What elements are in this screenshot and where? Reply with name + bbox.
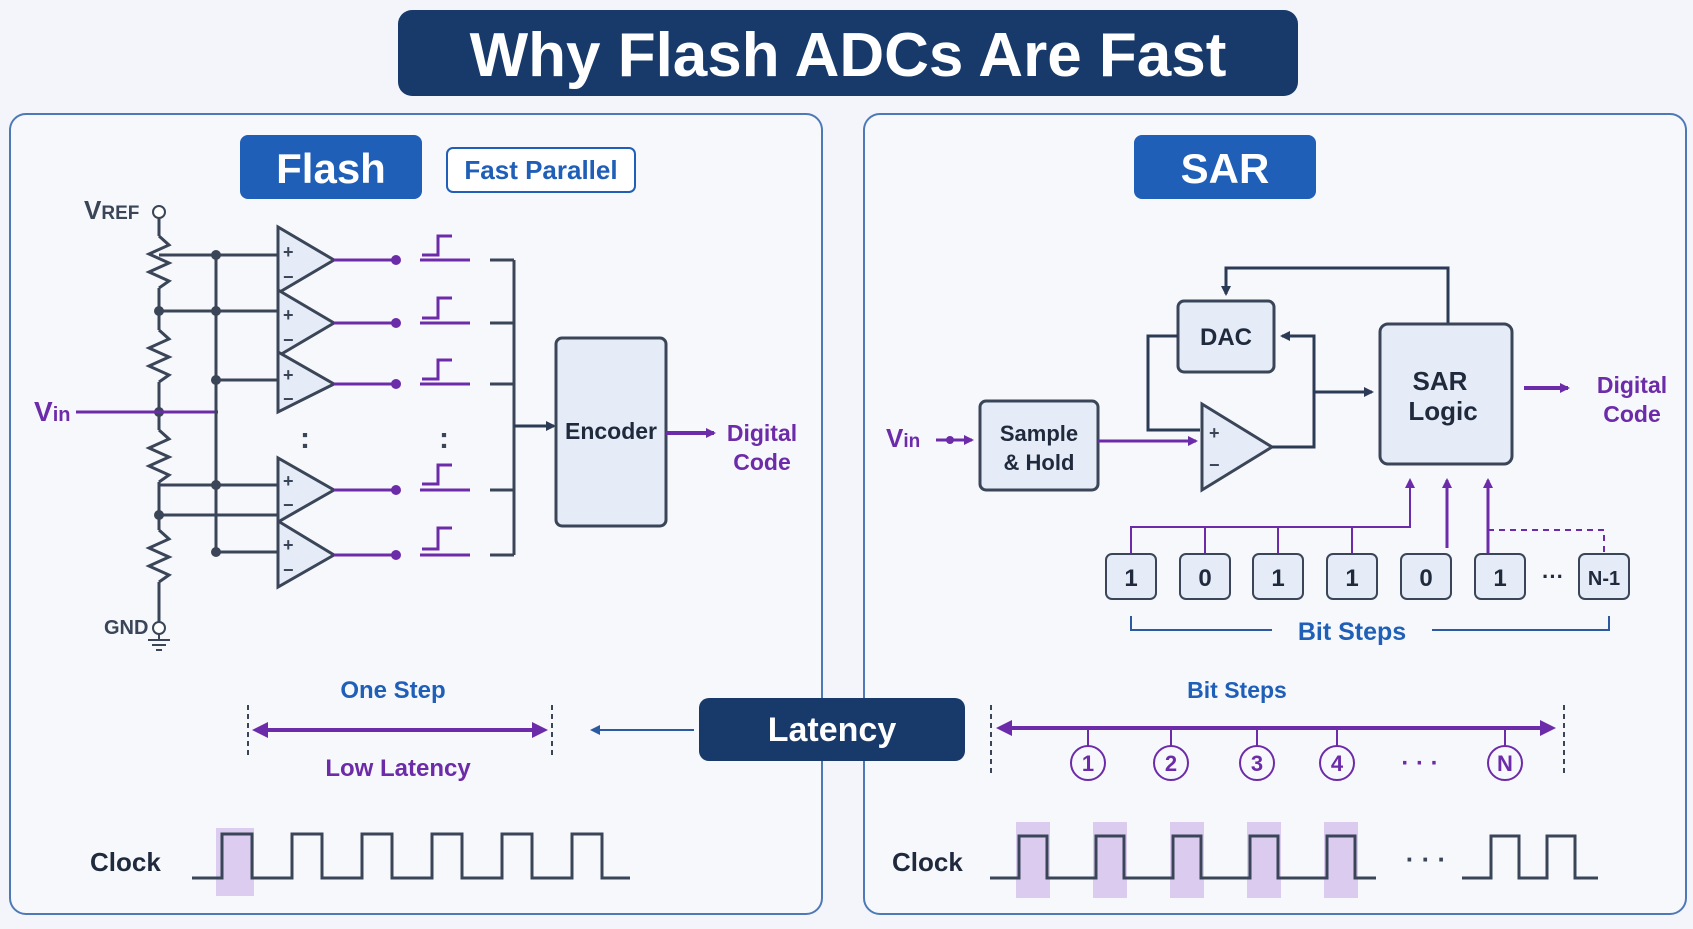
sar-clock-label: Clock [892, 847, 963, 877]
vref-terminal [152, 205, 166, 219]
svg-text:N-1: N-1 [1588, 568, 1620, 590]
fast-parallel-label: Fast Parallel [464, 155, 617, 185]
bit-box: 1 [1326, 553, 1378, 600]
step-markers: 1 2 3 4 · · · N [1070, 745, 1523, 781]
one-step-label: One Step [340, 677, 445, 704]
bit-box: 0 [1179, 553, 1231, 600]
gnd-terminal [152, 621, 166, 635]
gnd-label: GND [104, 617, 148, 639]
svg-text:+: + [1209, 423, 1220, 443]
encoder-label: Encoder [565, 418, 657, 444]
svg-text:−: − [283, 389, 294, 409]
encoder-block: Encoder [554, 336, 668, 528]
bit-steps-label: Bit Steps [1298, 618, 1406, 646]
svg-text:+: + [283, 471, 294, 491]
flash-clock-label: Clock [90, 847, 161, 877]
page-title: Why Flash ADCs Are Fast [470, 21, 1227, 90]
sar-header: SAR [1181, 145, 1270, 192]
sar-vin-label: Vin [886, 423, 920, 453]
step-marker: 3 [1239, 745, 1275, 781]
bit-box-last: N-1 [1578, 553, 1630, 600]
step-marker-last: N [1487, 745, 1523, 781]
bit-steps-arrow [996, 720, 1556, 736]
svg-text:4: 4 [1331, 751, 1344, 776]
svg-text:+: + [283, 242, 294, 262]
bits-ellipsis: ··· [1542, 564, 1564, 589]
flash-header: Flash [276, 145, 386, 192]
dac-label: DAC [1200, 324, 1252, 351]
svg-text:−: − [283, 560, 294, 580]
svg-text:1: 1 [1493, 565, 1506, 592]
vref-label: VREF [84, 195, 139, 225]
svg-text:0: 0 [1419, 565, 1432, 592]
comparator-3: + − [216, 349, 514, 415]
flash-panel [9, 113, 823, 915]
latency-badge: Latency [699, 698, 965, 761]
latency-label: Latency [768, 711, 897, 749]
ground-icon [148, 634, 170, 651]
sar-header-badge: SAR [1134, 135, 1316, 199]
svg-text:−: − [283, 495, 294, 515]
bit-box: 1 [1252, 553, 1304, 600]
fast-parallel-badge: Fast Parallel [446, 147, 636, 193]
sar-comparator: + − [1200, 401, 1275, 493]
svg-text:−: − [283, 267, 294, 287]
svg-text:+: + [283, 305, 294, 325]
one-step-arrow [252, 722, 548, 738]
svg-text:−: − [1209, 455, 1220, 475]
dac-block: DAC [1176, 299, 1276, 374]
low-latency-label: Low Latency [325, 755, 471, 782]
sar-timing-label: Bit Steps [1187, 677, 1287, 703]
steps-ellipsis: · · · [1401, 750, 1438, 777]
bit-box: 1 [1105, 553, 1157, 600]
svg-text:2: 2 [1165, 751, 1177, 776]
svg-text:−: − [283, 330, 294, 350]
comparator-4: + − [159, 455, 514, 525]
comparator-1: + − [159, 224, 514, 296]
svg-text:+: + [283, 535, 294, 555]
flash-comparator-bank: + − + − + − [159, 224, 514, 590]
title-banner: Why Flash ADCs Are Fast [398, 10, 1298, 96]
flash-vin-label: Vin [34, 396, 70, 427]
output-vdots: : [439, 422, 449, 455]
bit-register: 1 0 1 1 0 1 ··· N-1 [1105, 553, 1630, 600]
bit-box: 1 [1474, 553, 1526, 600]
flash-clock-waveform [192, 832, 630, 880]
svg-text:3: 3 [1251, 751, 1263, 776]
sar-panel [863, 113, 1687, 915]
flash-header-badge: Flash [240, 135, 422, 199]
svg-text:1: 1 [1345, 565, 1358, 592]
comparator-2: + − [159, 287, 514, 359]
sample-hold-label: Sample& Hold [1000, 421, 1078, 475]
svg-text:N: N [1497, 751, 1513, 776]
svg-text:+: + [283, 365, 294, 385]
svg-text:1: 1 [1082, 751, 1094, 776]
svg-text:0: 0 [1198, 565, 1211, 592]
sample-hold-block: Sample& Hold [978, 399, 1100, 492]
bit-box: 0 [1400, 553, 1452, 600]
step-marker: 2 [1153, 745, 1189, 781]
step-marker: 4 [1319, 745, 1355, 781]
svg-text:1: 1 [1271, 565, 1284, 592]
resistor-ladder [145, 218, 173, 622]
sar-clock-waveform [990, 834, 1376, 880]
comparator-5: + − [159, 513, 514, 590]
step-marker: 1 [1070, 745, 1106, 781]
comparator-vdots: : [300, 422, 310, 455]
svg-text:1: 1 [1124, 565, 1137, 592]
sar-clock-ellipsis: · · · [1406, 844, 1446, 874]
